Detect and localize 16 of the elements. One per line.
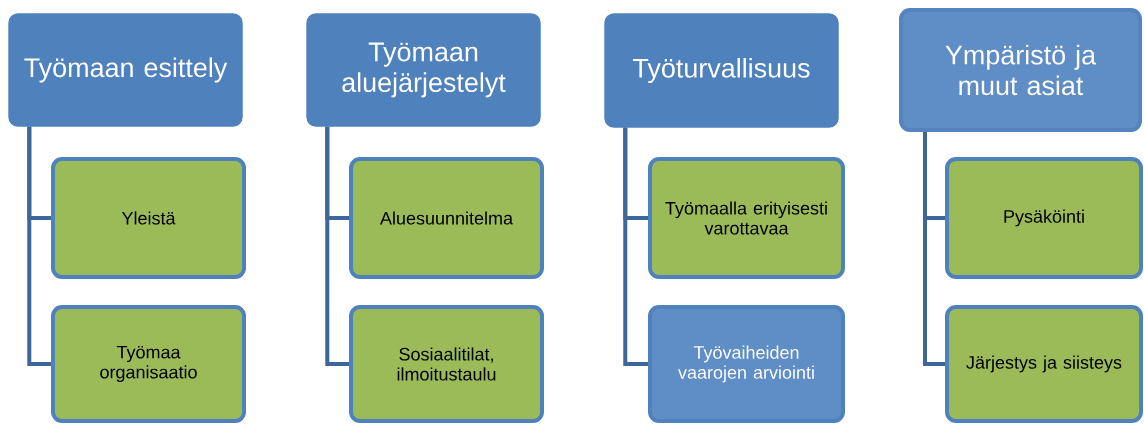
- connector-line: [27, 126, 51, 366]
- connector-line: [623, 127, 648, 366]
- topic-box: Aluesuunnitelma: [349, 157, 544, 279]
- title-box: Työmaan aluejärjestelyt: [306, 13, 541, 127]
- topic-box: Yleistä: [51, 157, 246, 279]
- title-box: Ympäristö ja muut asiat: [899, 8, 1142, 132]
- topic-box: Sosiaalitilat, ilmoitustaulu: [349, 305, 544, 423]
- topic-box: Työmaalla erityisesti varottavaa: [648, 157, 845, 279]
- connector-line: [325, 126, 349, 366]
- title-box: Työmaan esittely: [8, 13, 243, 127]
- connector-line: [923, 132, 945, 366]
- topic-box: Pysäköinti: [945, 157, 1143, 279]
- topic-box: Työvaiheiden vaarojen arviointi: [648, 305, 845, 423]
- topic-box: Työmaa organisaatio: [51, 305, 246, 423]
- topic-box: Järjestys ja siisteys: [945, 305, 1143, 423]
- title-box: Työturvallisuus: [604, 13, 839, 128]
